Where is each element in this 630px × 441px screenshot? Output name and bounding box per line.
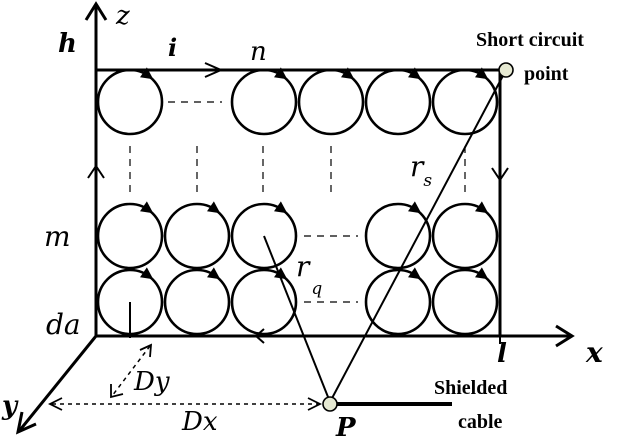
h-label: h	[58, 29, 77, 59]
loop-arrowhead	[340, 67, 355, 80]
loop-circle	[163, 202, 231, 270]
i-label: i	[168, 33, 177, 62]
current-loop	[297, 67, 365, 136]
z-label: z	[115, 1, 130, 31]
z-axis	[84, 1, 108, 336]
current-loop	[230, 267, 298, 336]
da-label: da	[46, 308, 81, 341]
loop-arrowhead	[474, 67, 489, 80]
current-loop	[431, 201, 499, 270]
boundary-arrows	[87, 62, 509, 344]
l-label: l	[497, 339, 507, 369]
rs-label: rs	[410, 150, 432, 191]
dy-label: Dy	[133, 367, 170, 397]
loop-circle	[96, 202, 164, 270]
current-loop	[96, 67, 164, 136]
current-loop	[163, 201, 231, 270]
x-label: x	[585, 336, 603, 369]
loop-arrowhead	[139, 267, 154, 280]
current-loop	[364, 267, 432, 336]
loop-arrowhead	[273, 67, 288, 80]
x-axis	[96, 324, 575, 348]
loop-arrowhead	[407, 267, 422, 280]
current-loop	[230, 201, 298, 270]
loop-arrowhead	[273, 267, 288, 280]
shielded-label-line1: Shielded	[434, 377, 507, 399]
current-loop	[364, 201, 432, 270]
loop-circle	[431, 268, 499, 336]
rs-subscript: s	[423, 171, 432, 191]
loop-arrowhead	[474, 201, 489, 214]
current-loop	[96, 201, 164, 270]
rs-base: r	[410, 150, 425, 183]
loop-arrowhead	[206, 201, 221, 214]
distance-lines	[263, 69, 507, 403]
y-axis	[15, 335, 98, 435]
loop-circle	[431, 68, 499, 136]
y-label: y	[1, 391, 19, 421]
loop-circle	[364, 68, 432, 136]
loop-circle	[230, 202, 298, 270]
loop-circle	[364, 202, 432, 270]
loop-arrowhead	[139, 201, 154, 214]
current-loop	[364, 67, 432, 136]
dashed-connectors	[129, 101, 466, 303]
loop-circle	[96, 68, 164, 136]
rq-base: r	[296, 250, 311, 283]
dimension-arrowheads	[47, 343, 323, 411]
rq-label: rq	[296, 250, 322, 299]
mesh-boundary	[96, 68, 502, 336]
loop-arrowhead	[407, 201, 422, 214]
p-label: P	[335, 413, 357, 441]
loop-arrowhead	[407, 67, 422, 80]
loop-circle	[431, 202, 499, 270]
current-loops	[96, 67, 499, 336]
short-circuit-label-line1: Short circuit	[476, 29, 584, 51]
loop-arrowhead	[273, 201, 288, 214]
loop-circle	[297, 68, 365, 136]
current-loop	[431, 67, 499, 136]
shielded-label-line2: cable	[458, 411, 503, 433]
loop-circle	[364, 268, 432, 336]
rq-subscript: q	[311, 279, 322, 299]
loop-arrowhead	[474, 267, 489, 280]
current-loop	[431, 267, 499, 336]
point-p-marker	[322, 396, 338, 412]
short-circuit-label-line2: point	[524, 63, 569, 85]
current-loop	[163, 267, 231, 336]
current-loop	[230, 67, 298, 136]
loop-arrowhead	[139, 67, 154, 80]
m-label: m	[44, 220, 71, 253]
short-circuit-point-marker	[498, 62, 514, 78]
loop-arrowhead	[206, 267, 221, 280]
dx-label: Dx	[181, 407, 218, 437]
loop-circle	[230, 68, 298, 136]
n-label: n	[250, 37, 267, 67]
loop-circle	[163, 268, 231, 336]
loop-circle	[230, 268, 298, 336]
dimension-lines	[52, 345, 318, 405]
